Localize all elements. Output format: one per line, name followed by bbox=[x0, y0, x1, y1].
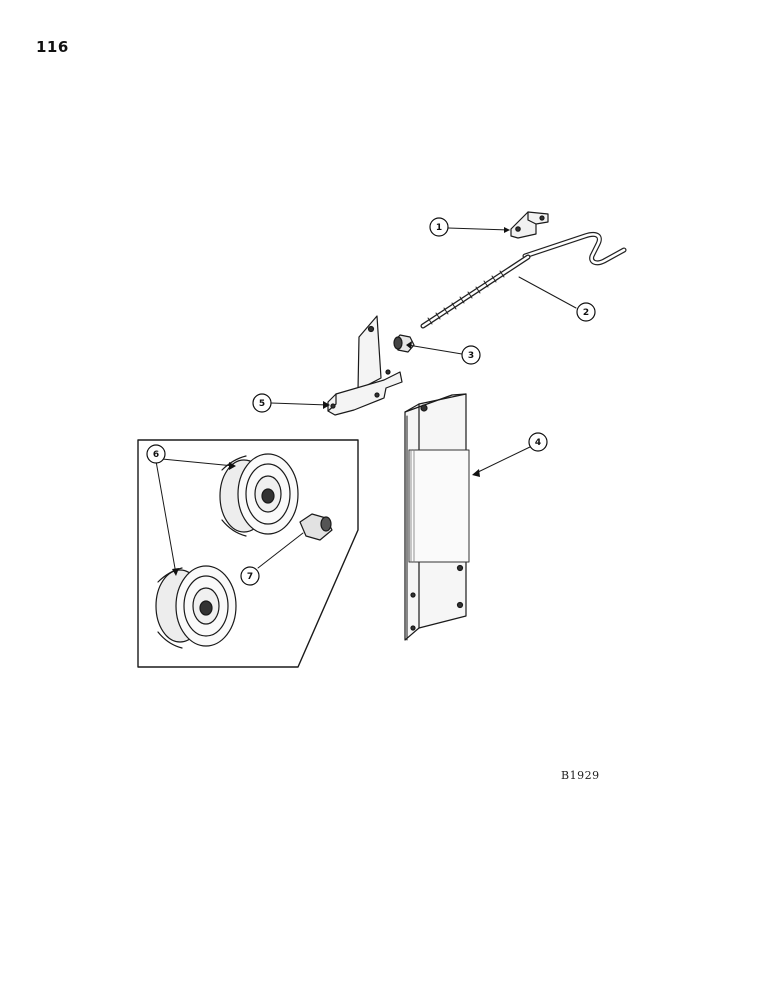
callout-3-label: 3 bbox=[468, 351, 474, 361]
callout-5-label: 5 bbox=[259, 399, 265, 409]
callout-6-circle bbox=[146, 444, 166, 464]
callout-1-circle bbox=[429, 217, 449, 237]
figure-code: B1929 bbox=[561, 769, 600, 782]
callout-7-circle bbox=[240, 566, 260, 586]
page-number: 116 bbox=[36, 38, 69, 56]
inset-panel-border bbox=[137, 439, 359, 668]
callout-2-circle bbox=[576, 302, 596, 322]
callout-3-circle bbox=[461, 345, 481, 365]
nut-part bbox=[393, 334, 415, 353]
angle-bracket-part bbox=[510, 211, 549, 239]
callout-6-label: 6 bbox=[153, 450, 159, 460]
callout-1-label: 1 bbox=[436, 223, 442, 233]
callout-5-circle bbox=[252, 393, 272, 413]
pulley-upper-part bbox=[219, 453, 299, 537]
channel-post-part bbox=[404, 393, 470, 641]
hex-spacer-part bbox=[299, 513, 333, 541]
callout-2-label: 2 bbox=[583, 308, 589, 318]
callout-7-label: 7 bbox=[247, 572, 253, 582]
support-bracket-part bbox=[327, 315, 403, 416]
pulley-lower-part bbox=[155, 565, 237, 649]
threaded-rod-part bbox=[420, 254, 531, 329]
callout-4-label: 4 bbox=[535, 438, 541, 448]
bent-rod-part bbox=[522, 231, 627, 266]
callout-4-circle bbox=[528, 432, 548, 452]
